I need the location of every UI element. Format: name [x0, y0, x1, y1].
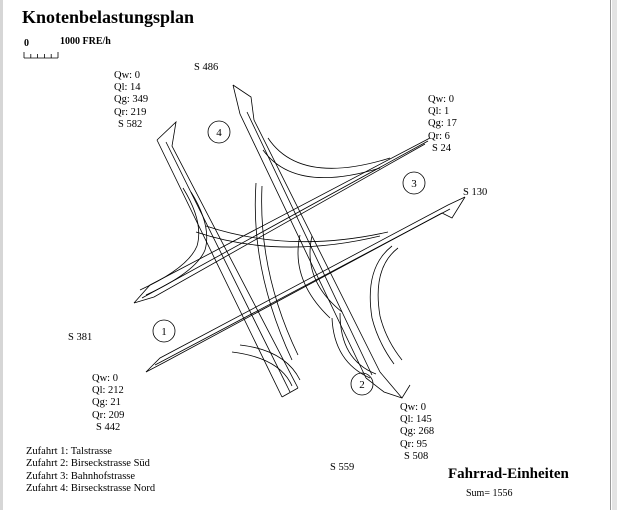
- flow-ql: Ql: 212: [92, 385, 124, 397]
- section-total-north: S 486: [194, 62, 219, 73]
- approach-1-arm: [133, 137, 431, 304]
- approach-number-1-label: 1: [161, 326, 167, 338]
- flow-s: S 24: [432, 142, 451, 154]
- flow-qg: Qg: 21: [92, 397, 121, 409]
- sum-label: Sum= 1556: [466, 488, 513, 499]
- legend-item: Zufahrt 3: Bahnhofstrasse: [26, 470, 136, 482]
- flow-block-bottom-right: Qw: 0 Ql: 145 Qg: 268 Qr: 95 S 508: [400, 402, 434, 463]
- section-total-west: S 381: [68, 332, 93, 343]
- flow-qw: Qw: 0: [114, 70, 140, 81]
- flow-s: S 508: [404, 450, 429, 462]
- right-border: [612, 0, 617, 510]
- flow-qw: Qw: 0: [428, 94, 454, 105]
- left-border: [0, 0, 3, 510]
- approach-number-2-label: 2: [359, 379, 365, 391]
- flow-qg: Qg: 349: [114, 94, 149, 106]
- flow-ql: Ql: 1: [428, 106, 450, 118]
- approach-number-3: [402, 171, 426, 195]
- scale-bar: [23, 52, 59, 59]
- approach-4-arm: [156, 120, 299, 398]
- flow-qw: Qw: 0: [92, 373, 118, 384]
- section-total-east: S 130: [463, 187, 488, 198]
- flow-s: S 442: [96, 421, 121, 433]
- flow-qw: Qw: 0: [400, 402, 426, 413]
- approach-number-4-label: 4: [216, 127, 222, 139]
- legend-item: Zufahrt 1: Talstrasse: [26, 446, 112, 457]
- flow-qr: Qr: 95: [400, 438, 428, 450]
- flow-block-top-right: Qw: 0 Ql: 1 Qg: 17 Qr: 6 S 24: [428, 94, 457, 155]
- approach-2-arm: [365, 371, 411, 399]
- right-border-line: [610, 0, 611, 510]
- flow-block-top-left: Qw: 0 Ql: 14 Qg: 349 Qr: 219 S 582: [114, 70, 148, 131]
- approach-number-3-label: 3: [411, 178, 417, 190]
- unit-label: Fahrrad-Einheiten: [448, 466, 569, 482]
- approach-number-1: [152, 319, 176, 343]
- section-total-south: S 559: [330, 462, 355, 473]
- approach-number-2: [350, 372, 374, 396]
- scale-zero-label: 0: [24, 38, 29, 49]
- page-title: Knotenbelastungsplan: [22, 7, 195, 27]
- turning-curves: [139, 137, 403, 387]
- flow-qr: Qr: 6: [428, 130, 450, 142]
- scale-value-label: 1000 FRE/h: [60, 36, 111, 47]
- flow-qg: Qg: 268: [400, 426, 435, 438]
- approach-4b-arm: [232, 84, 381, 379]
- approach-number-4: [207, 120, 231, 144]
- flow-ql: Ql: 145: [400, 414, 432, 426]
- approach-legend: Zufahrt 1: Talstrasse Zufahrt 2: Birseck…: [26, 446, 155, 495]
- flow-s: S 582: [118, 118, 143, 130]
- flow-qg: Qg: 17: [428, 118, 457, 130]
- flow-qr: Qr: 219: [114, 106, 147, 118]
- legend-item: Zufahrt 4: Birseckstrasse Nord: [26, 482, 156, 494]
- flow-qr: Qr: 209: [92, 409, 125, 421]
- flow-ql: Ql: 14: [114, 82, 141, 94]
- flow-block-bottom-left: Qw: 0 Ql: 212 Qg: 21 Qr: 209 S 442: [92, 373, 124, 434]
- legend-item: Zufahrt 2: Birseckstrasse Süd: [26, 458, 150, 470]
